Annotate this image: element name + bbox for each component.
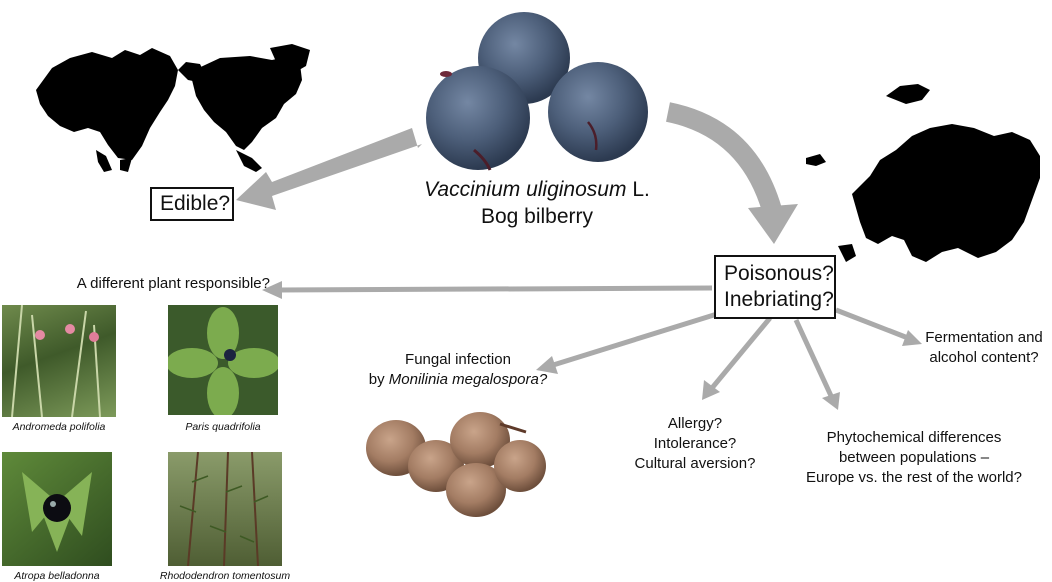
andromeda-illustration [11, 305, 101, 417]
atropa-caption: Atropa belladonna [14, 570, 100, 582]
blueberry-photo [426, 12, 648, 171]
fermentation-line2: alcohol content? [929, 349, 1039, 366]
rhododendron-photo [168, 452, 282, 566]
paris-photo [168, 305, 278, 415]
arrow-to-phyto [793, 318, 835, 400]
arrow-to-poisonous-head [748, 204, 798, 244]
allergy-line3: Cultural aversion? [634, 455, 756, 472]
arrow-to-fermentation [835, 307, 909, 341]
andromeda-caption: Andromeda polifolia [12, 421, 106, 433]
fungal-label: Fungal infection by Monilinia megalospor… [358, 350, 558, 390]
andromeda-photo [2, 305, 116, 417]
allergy-line2: Intolerance? [653, 435, 737, 452]
species-authority: L. [632, 178, 650, 201]
poison-line1: Poisonous? [724, 262, 834, 285]
arrow-to-different-plant [277, 285, 713, 293]
atropa-illustration [22, 472, 92, 552]
arrows [236, 102, 922, 410]
fungal-species: Monilinia megalospora? [388, 371, 548, 388]
species-label: Vaccinium uliginosum L. Bog bilberry [402, 176, 672, 230]
rhododendron-illustration [179, 452, 269, 566]
paris-illustration [168, 307, 278, 415]
arrow-to-allergy [710, 316, 772, 390]
fermentation-line1: Fermentation and [925, 329, 1043, 346]
atropa-photo [2, 452, 112, 566]
allergy-label: Allergy? Intolerance? Cultural aversion? [620, 414, 770, 474]
fungal-line1: Fungal infection [405, 351, 511, 368]
rhododendron-caption: Rhododendron tomentosum [159, 570, 291, 582]
arrow-to-edible [236, 128, 422, 210]
allergy-line1: Allergy? [667, 415, 723, 432]
species-common: Bog bilberry [480, 205, 594, 228]
arrow-to-poisonous [665, 102, 782, 213]
phyto-line3: Europe vs. the rest of the world? [806, 469, 1022, 486]
different-plant-label: A different plant responsible? [76, 275, 270, 292]
poison-box: Poisonous? Inebriating? [714, 255, 836, 319]
fungal-prefix: by [368, 371, 389, 388]
phyto-line1: Phytochemical differences [826, 429, 1002, 446]
paris-caption: Paris quadrifolia [185, 421, 261, 433]
infected-berry-photo [366, 412, 546, 517]
arrow-to-fungal [549, 307, 731, 369]
edible-label: Edible? [160, 192, 231, 215]
phyto-label: Phytochemical differences between popula… [784, 428, 1044, 488]
species-latin: Vaccinium uliginosum [424, 178, 627, 201]
europe-map-silhouette [806, 84, 1040, 262]
phyto-line2: between populations – [838, 449, 990, 466]
world-map-silhouette [36, 44, 310, 172]
poison-line2: Inebriating? [724, 288, 834, 311]
fermentation-label: Fermentation and alcohol content? [920, 328, 1048, 368]
edible-box: Edible? [150, 187, 234, 221]
